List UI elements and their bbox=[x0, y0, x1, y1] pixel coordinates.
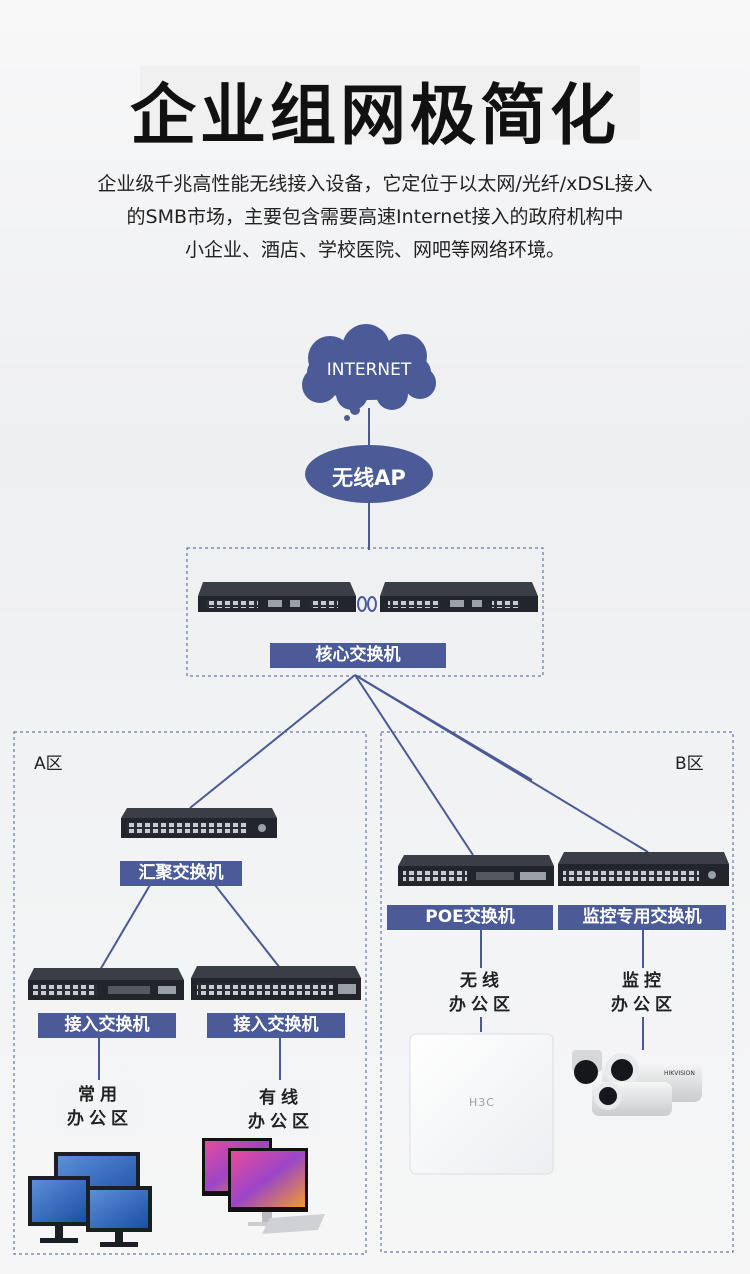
desktop-monitors-icon bbox=[28, 1152, 152, 1247]
stack-link-icon bbox=[357, 596, 377, 612]
ap-brand-logo: H3C bbox=[469, 1096, 495, 1109]
wireless-office-label: 无线 办公区 bbox=[444, 969, 520, 1017]
desktop-computers-icon bbox=[202, 1138, 325, 1234]
zone-a-box bbox=[13, 731, 367, 1255]
core-switch-icon-2 bbox=[380, 582, 538, 612]
title-background bbox=[140, 66, 640, 140]
internet-label: INTERNET bbox=[326, 360, 412, 380]
common-office-line-2: 办公区 bbox=[67, 1109, 133, 1129]
zone-b-label: B区 bbox=[675, 754, 704, 774]
poe-switch-icon bbox=[398, 855, 554, 886]
common-office-label: 常用 办公区 bbox=[62, 1083, 138, 1131]
camera-brand-logo: HIKVISION bbox=[664, 1070, 695, 1077]
common-office-line-1: 常用 bbox=[78, 1085, 122, 1105]
wireless-office-line-2: 办公区 bbox=[449, 995, 515, 1015]
surveillance-camera-icon bbox=[572, 1050, 702, 1116]
wired-office-label: 有线 办公区 bbox=[243, 1086, 319, 1134]
zone-b-box bbox=[380, 731, 734, 1253]
core-switch-label: 核心交换机 bbox=[270, 643, 446, 668]
monitor-office-line-1: 监控 bbox=[622, 971, 666, 991]
access-switch-label-1: 接入交换机 bbox=[38, 1013, 176, 1038]
wireless-ap-label: 无线AP bbox=[332, 466, 406, 490]
access-switch-icon-1 bbox=[28, 968, 184, 1000]
zone-a-label: A区 bbox=[34, 754, 63, 774]
description-line-1: 企业级千兆高性能无线接入设备，它定位于以太网/光纤/xDSL接入 bbox=[97, 173, 653, 195]
core-switch-icon-1 bbox=[198, 582, 356, 612]
aggregation-switch-label: 汇聚交换机 bbox=[120, 861, 242, 886]
connection-lines bbox=[98, 408, 649, 1080]
wired-office-line-2: 办公区 bbox=[248, 1112, 314, 1132]
page-title: 企业组网极简化 bbox=[130, 77, 620, 154]
description-line-3: 小企业、酒店、学校医院、网吧等网络环境。 bbox=[184, 239, 565, 261]
wireless-ap-node bbox=[305, 445, 433, 503]
wired-office-line-1: 有线 bbox=[259, 1088, 303, 1108]
description: 企业级千兆高性能无线接入设备，它定位于以太网/光纤/xDSL接入 的SMB市场，… bbox=[0, 168, 750, 267]
monitor-switch-label: 监控专用交换机 bbox=[558, 905, 726, 930]
access-switch-icon-2 bbox=[191, 966, 361, 1000]
wireless-access-point-icon bbox=[409, 1033, 554, 1175]
wireless-office-line-1: 无线 bbox=[460, 971, 504, 991]
monitor-office-line-2: 办公区 bbox=[611, 995, 677, 1015]
description-line-2: 的SMB市场，主要包含需要高速Internet接入的政府机构中 bbox=[126, 206, 624, 228]
monitor-switch-icon bbox=[558, 852, 729, 886]
poe-switch-label: POE交换机 bbox=[387, 905, 553, 930]
monitor-office-label: 监控 办公区 bbox=[606, 969, 682, 1017]
core-zone-box bbox=[186, 547, 544, 677]
access-switch-label-2: 接入交换机 bbox=[207, 1013, 345, 1038]
internet-cloud-icon bbox=[302, 324, 436, 421]
aggregation-switch-icon bbox=[121, 808, 277, 838]
